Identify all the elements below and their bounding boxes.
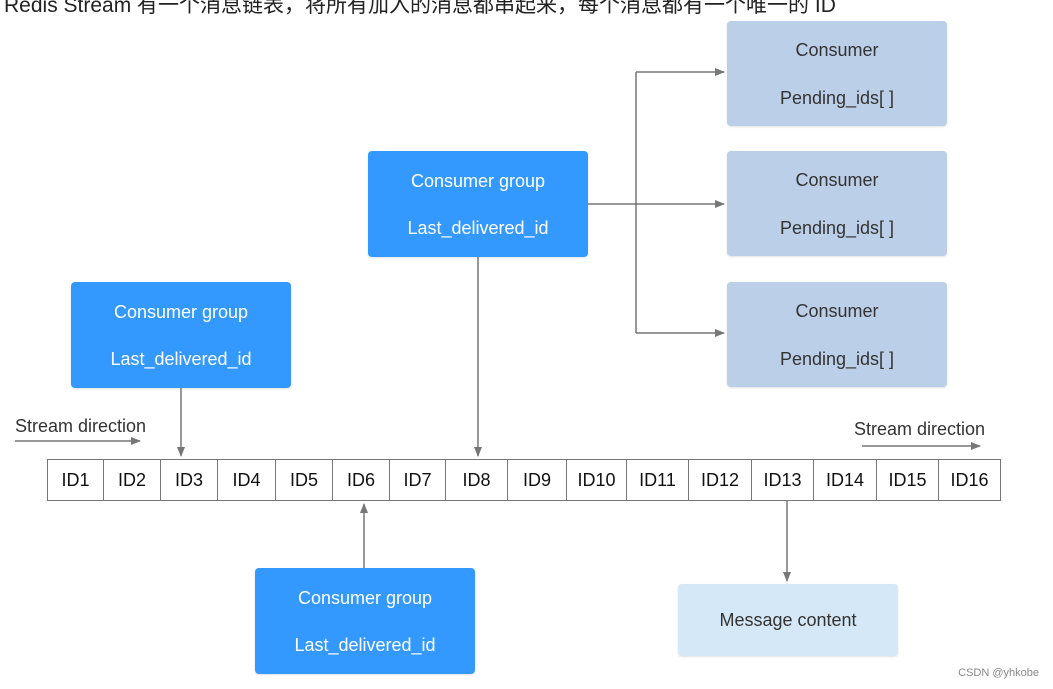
consumer-title: Consumer [795, 39, 879, 60]
consumer-title: Consumer [795, 300, 879, 321]
stream-id-cell: ID5 [276, 460, 333, 500]
stream-id-cell: ID2 [104, 460, 161, 500]
consumer-group-field: Last_delivered_id [407, 217, 549, 238]
message-content-label: Message content [719, 610, 857, 630]
consumer-group-bottom: Consumer group Last_delivered_id [255, 568, 475, 674]
stream-id-cell: ID3 [161, 460, 218, 500]
stream-direction-right-label: Stream direction [854, 419, 986, 439]
stream-id-cell: ID15 [877, 460, 939, 500]
consumer-group-title: Consumer group [113, 301, 249, 322]
stream-id-cell: ID14 [814, 460, 877, 500]
header-text: Redis Stream 有一个消息链表，将所有加入的消息都串起来，每个消息都有… [4, 0, 836, 17]
stream-id-cell: ID16 [950, 469, 989, 490]
consumer-field: Pending_ids[ ] [779, 348, 895, 369]
message-content-box: Message content [678, 584, 898, 656]
stream-id-cell: ID10 [567, 460, 627, 500]
consumer-2: Consumer Pending_ids[ ] [727, 151, 947, 256]
consumer-field: Pending_ids[ ] [779, 87, 895, 108]
consumer-group-title: Consumer group [297, 587, 433, 608]
stream-id-cell: ID4 [218, 460, 276, 500]
stream-id-cell: ID11 [627, 460, 689, 500]
watermark: CSDN @yhkobe [958, 667, 1039, 679]
consumer-title: Consumer [795, 169, 879, 190]
consumer-group-title: Consumer group [410, 170, 546, 191]
stream-bar: ID1 ID2 ID3 ID4 ID5 ID6 ID7 ID8 ID9 ID10… [47, 459, 1001, 501]
consumer-group-field: Last_delivered_id [294, 634, 436, 655]
stream-id-cell: ID1 [48, 460, 104, 500]
consumer-3: Consumer Pending_ids[ ] [727, 282, 947, 387]
consumer-field: Pending_ids[ ] [779, 217, 895, 238]
stream-id-cell: ID7 [390, 460, 446, 500]
consumer-group-top: Consumer group Last_delivered_id [368, 151, 588, 257]
consumer-group-field: Last_delivered_id [110, 348, 252, 369]
stream-id-cell: ID6 [333, 460, 390, 500]
consumer-1: Consumer Pending_ids[ ] [727, 21, 947, 126]
stream-id-cell: ID8 [446, 460, 508, 500]
stream-id-cell: ID12 [689, 460, 752, 500]
consumer-group-left: Consumer group Last_delivered_id [71, 282, 291, 388]
stream-direction-left-label: Stream direction [15, 416, 147, 436]
stream-id-cell: ID13 [752, 460, 814, 500]
stream-id-cell: ID9 [508, 460, 567, 500]
